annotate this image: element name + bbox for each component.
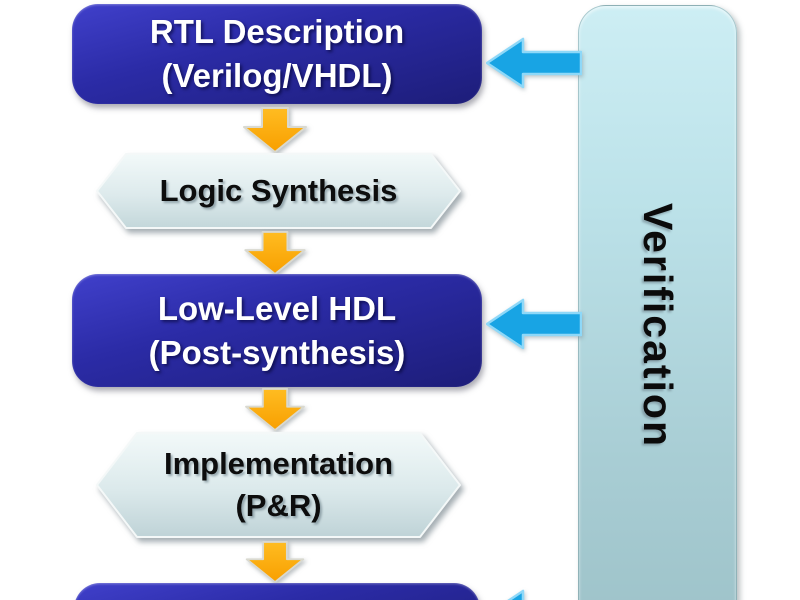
node-implementation-line2: (P&R) (235, 488, 322, 523)
hexagon-shape (96, 153, 461, 229)
node-low-level-hdl-line2: (Post-synthesis) (148, 333, 406, 371)
flow-down-arrow-2 (244, 231, 306, 275)
node-logic-synthesis-label: Logic Synthesis (159, 173, 398, 209)
verification-feedback-arrow-3 (507, 589, 525, 600)
flow-down-arrow-3 (245, 388, 305, 431)
verification-feedback-arrow-2 (486, 298, 582, 350)
verification-panel: Verification (578, 5, 737, 600)
node-next-stage (74, 583, 480, 600)
flow-down-arrow-1 (243, 107, 307, 153)
node-rtl-description-line2: (Verilog/VHDL) (161, 57, 393, 94)
hexagon-shape (96, 432, 461, 538)
node-logic-synthesis: Logic Synthesis (95, 152, 462, 230)
node-low-level-hdl: Low-Level HDL (Post-synthesis) (72, 274, 482, 387)
node-implementation: Implementation (P&R) (95, 430, 462, 540)
verification-feedback-arrow-1 (486, 37, 582, 89)
node-rtl-description: RTL Description (Verilog/VHDL) (72, 4, 482, 104)
flow-down-arrow-4 (245, 541, 305, 583)
node-low-level-hdl-line1: Low-Level HDL (157, 289, 397, 327)
verification-label: Verification (635, 203, 681, 449)
node-rtl-description-line1: RTL Description (149, 13, 405, 51)
node-implementation-line1: Implementation (163, 446, 394, 482)
